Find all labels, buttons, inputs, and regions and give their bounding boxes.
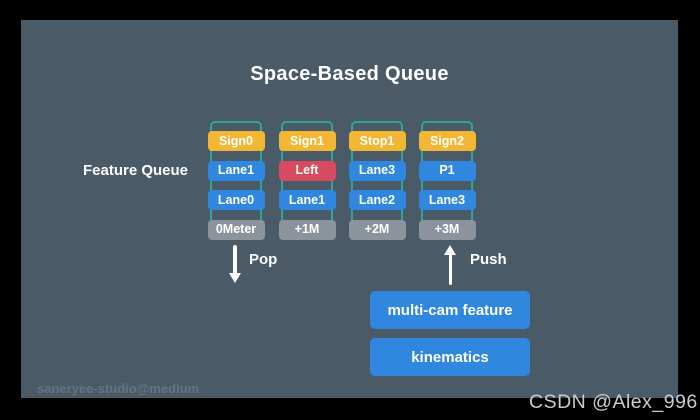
queue-cell-p1: P1 xyxy=(418,160,476,181)
queue-cell-plus3m: +3M xyxy=(418,219,476,240)
diagram-panel: Space-Based Queue Feature Queue Sign0 La… xyxy=(21,20,678,398)
queue-cell-sign0: Sign0 xyxy=(207,131,265,151)
queue-cell-lane0: Lane0 xyxy=(207,190,265,210)
queue-cell-lane3b: Lane3 xyxy=(418,190,476,210)
queue-cell-lane2: Lane2 xyxy=(348,190,406,210)
push-label: Push xyxy=(470,251,507,268)
push-arrow-up-icon xyxy=(444,245,456,255)
studio-watermark: saneryee-studio@medium xyxy=(37,381,200,396)
queue-cell-left: Left xyxy=(278,160,336,181)
pop-label: Pop xyxy=(249,251,278,268)
queue-column-0: Sign0 Lane1 Lane0 0Meter xyxy=(207,121,265,240)
queue-cell-sign1: Sign1 xyxy=(278,131,336,151)
queue-cell-0meter: 0Meter xyxy=(207,219,265,240)
page-title: Space-Based Queue xyxy=(250,63,449,85)
pop-arrow-down-icon xyxy=(228,273,241,283)
queue-column-2: Stop1 Lane3 Lane2 +2M xyxy=(348,121,406,240)
push-arrow-shaft xyxy=(448,254,452,285)
queue-cell-lane1a: Lane1 xyxy=(207,160,265,181)
csdn-watermark: CSDN @Alex_996 xyxy=(529,391,698,413)
feature-queue-label: Feature Queue xyxy=(83,162,189,179)
queue-cell-lane3a: Lane3 xyxy=(348,160,406,181)
queue-cell-stop1: Stop1 xyxy=(348,131,406,151)
queue-cell-lane1b: Lane1 xyxy=(278,190,336,210)
multi-cam-feature-box: multi-cam feature xyxy=(370,291,530,329)
kinematics-box: kinematics xyxy=(370,338,530,376)
queue-cell-sign2: Sign2 xyxy=(418,131,476,151)
queue-cell-plus2m: +2M xyxy=(348,219,406,240)
queue-cell-plus1m: +1M xyxy=(278,219,336,240)
pop-arrow-shaft xyxy=(233,245,237,274)
queue-column-1: Sign1 Left Lane1 +1M xyxy=(278,121,336,240)
queue-column-3: Sign2 P1 Lane3 +3M xyxy=(418,121,476,240)
